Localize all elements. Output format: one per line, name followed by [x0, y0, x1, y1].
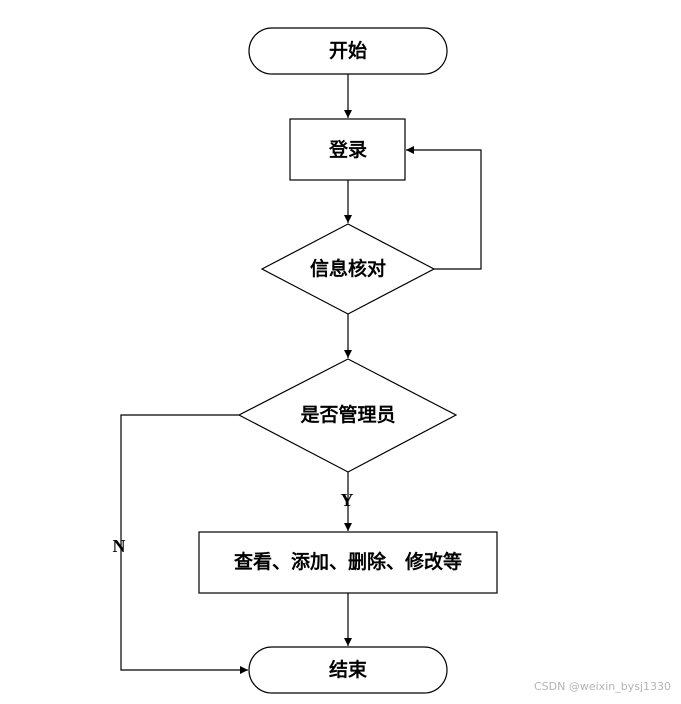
edge-admin-end-no: [120, 414, 248, 674]
is-admin-node: 是否管理员: [237, 358, 458, 473]
verify-label: 信息核对: [310, 257, 386, 280]
operations-label: 查看、添加、删除、修改等: [233, 550, 462, 573]
login-node: 登录: [289, 118, 406, 181]
is-admin-label: 是否管理员: [300, 403, 395, 426]
end-label: 结束: [329, 658, 368, 681]
no-label: N: [113, 536, 126, 556]
watermark-text: CSDN @weixin_bysj1330: [534, 680, 671, 693]
edge-verify-login-loop: [406, 146, 482, 270]
end-node: 结束: [248, 646, 448, 694]
verify-node: 信息核对: [260, 223, 436, 315]
login-label: 登录: [328, 138, 367, 161]
start-label: 开始: [329, 39, 367, 62]
yes-label: Y: [341, 490, 354, 510]
operations-node: 查看、添加、删除、修改等: [198, 531, 498, 594]
start-node: 开始: [248, 27, 448, 75]
